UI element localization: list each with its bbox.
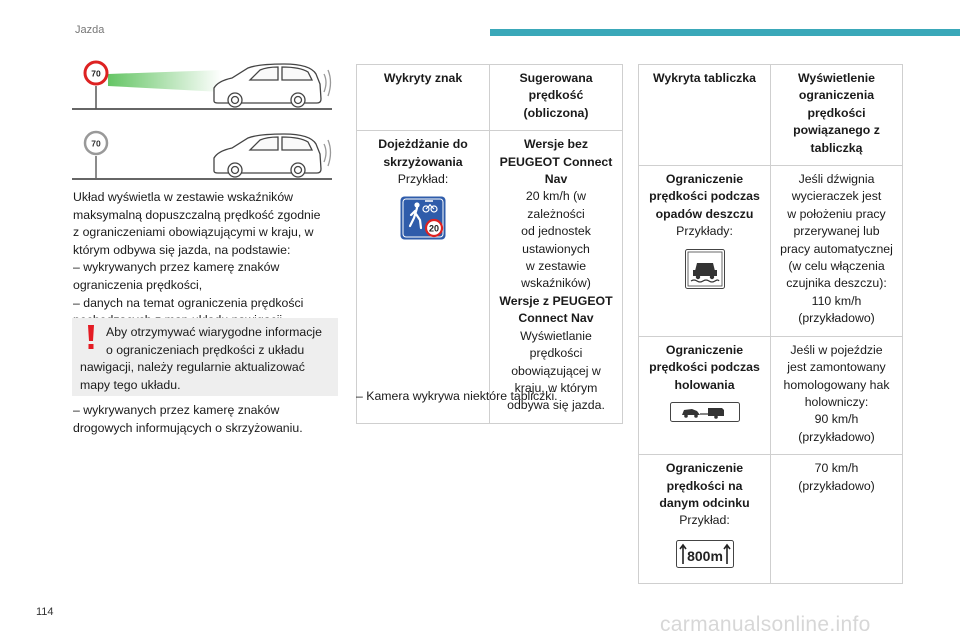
table-header-plate: Wykryta tabliczka (638, 63, 771, 167)
detected-plates-table: Wykryta tabliczka Wyświetlenie ogranicze… (638, 63, 903, 585)
header-accent-bar (490, 29, 960, 36)
table-header-display: Wyświetlenie ograniczenia prędkości powi… (770, 63, 903, 167)
illustration-sign-detected: 70 (72, 58, 332, 113)
pedestrian-bicycle-zone-sign-icon: 20 (400, 196, 446, 245)
intro-line: którym odbywa się jazda, na podstawie: (73, 242, 291, 257)
table-header-sign: Wykryty znak (356, 63, 490, 132)
plate-cell: Ograniczenie prędkości podczas opadów de… (638, 165, 771, 337)
table-row: Ograniczenie prędkości podczas holowania… (638, 335, 903, 456)
car-icon (213, 133, 332, 178)
value-cell: Jeśli w pojeździe jest zamontowany homol… (770, 335, 903, 456)
junction-paragraph: – wykrywanych przez kamerę znaków drogow… (73, 403, 303, 435)
detected-signs-table: Wykryty znak Sugerowana prędkość (oblicz… (356, 63, 623, 424)
intro-line: z ograniczeniami obowiązującymi w kraju,… (73, 225, 314, 240)
intro-line: ograniczenia prędkości, (73, 277, 203, 292)
speed-sign-icon (83, 130, 109, 156)
table-row: Dojeżdżanie do skrzyżowania Przykład: 20 (356, 130, 623, 424)
distance-800m-panel-icon: 800m (675, 539, 734, 573)
car-towing-trailer-icon (669, 401, 740, 427)
intro-line: maksymalną dopuszczalną prędkość zgodnie (73, 207, 321, 222)
sign-cell: Dojeżdżanie do skrzyżowania Przykład: 20 (356, 130, 490, 424)
car-on-wet-road-icon (684, 248, 725, 294)
plate-cell: Ograniczenie prędkości podczas holowania (638, 335, 771, 456)
table-header-speed: Sugerowana prędkość (obliczona) (489, 63, 623, 132)
intro-line: – danych na temat ograniczenia prędkości (73, 295, 304, 310)
speed-sign-value: 70 (91, 139, 101, 149)
intro-line: Układ wyświetla w zestawie wskaźników (73, 190, 294, 204)
car-icon (213, 63, 332, 108)
notice-text-cont: nawigacji, należy regularnie aktualizowa… (80, 360, 305, 392)
table-row: Ograniczenie prędkości podczas opadów de… (638, 165, 903, 337)
watermark: carmanualsonline.info (660, 613, 871, 636)
plate-cell: Ograniczenie prędkości na danym odcinku … (638, 454, 771, 585)
intro-line: – wykrywanych przez kamerę znaków (73, 260, 280, 275)
warning-notice: Aby otrzymywać wiarygodne informacje o o… (72, 318, 338, 396)
intro-paragraph: Układ wyświetla w zestawie wskaźników ma… (73, 189, 338, 330)
value-cell: Jeśli dźwignia wycieraczek jest w położe… (770, 165, 903, 337)
speed-sign-icon (83, 60, 109, 86)
speed-sign-value: 70 (91, 69, 101, 79)
page-number: 114 (36, 606, 54, 618)
notice-text: Aby otrzymywać wiarygodne informacje o o… (106, 325, 322, 357)
section-title: Jazda (75, 24, 105, 36)
camera-plates-note: – Kamera wykrywa niektóre tabliczki. (356, 389, 558, 403)
svg-text:800m: 800m (687, 548, 723, 564)
value-cell: 70 km/h (przykładowo) (770, 454, 903, 585)
exclamation-icon (88, 325, 94, 349)
illustration-sign-passed: 70 (72, 128, 332, 183)
speed-cell: Wersje bez PEUGEOT Connect Nav 20 km/h (… (489, 130, 623, 424)
svg-text:20: 20 (429, 224, 439, 234)
table-row: Ograniczenie prędkości na danym odcinku … (638, 454, 903, 585)
